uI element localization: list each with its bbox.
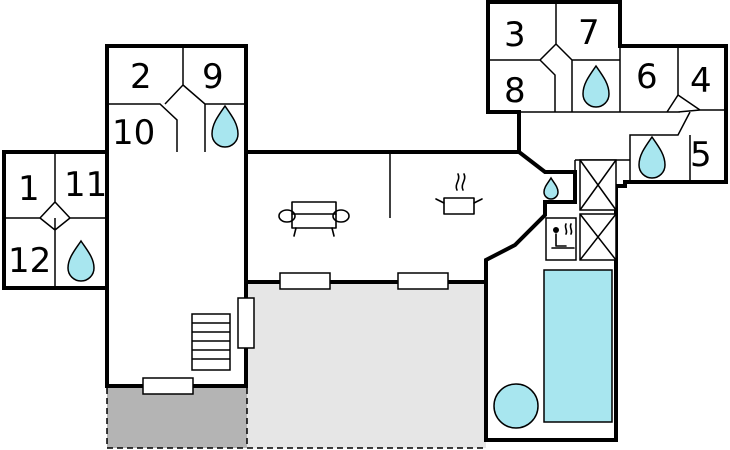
terrace-dark [107,388,247,448]
room-label-2: 2 [130,57,152,97]
hot-tub-icon [493,383,539,429]
interior-walls-top-right [488,2,726,113]
pool [543,269,613,423]
storage-box-bottom [579,213,617,261]
interior-walls-top-left [107,46,246,152]
water-drop-icon [543,176,559,200]
room-label-5: 5 [690,135,712,175]
room-label-8: 8 [504,71,526,111]
living-sofa-icon [278,201,350,237]
terrace-outline [106,388,486,449]
room-label-9: 9 [202,57,224,97]
window-living [279,272,331,290]
window-kitchen [397,272,449,290]
wall-top-left-block [105,44,248,154]
water-drop-icon [638,135,666,179]
room-label-4: 4 [690,61,712,101]
terrace-light [247,282,486,448]
room-label-12: 12 [8,241,51,281]
room-label-6: 6 [636,57,658,97]
sauna-icon [545,217,577,261]
storage-box-top [579,159,617,211]
kitchen-pot-icon [435,173,483,215]
water-drop-icon [67,239,95,282]
interior-walls-left [4,152,107,288]
water-drop-icon [211,104,239,148]
window-side [237,297,255,349]
window-bottom [142,377,194,395]
room-label-11: 11 [64,165,107,205]
water-drop-icon [582,64,610,108]
interior-walls-right [574,111,691,182]
room-label-1: 1 [18,169,40,209]
stairs-icon [191,313,231,371]
room-label-10: 10 [112,113,155,153]
room-label-7: 7 [578,13,600,53]
room-label-3: 3 [504,15,526,55]
wall-corridor [484,149,577,284]
